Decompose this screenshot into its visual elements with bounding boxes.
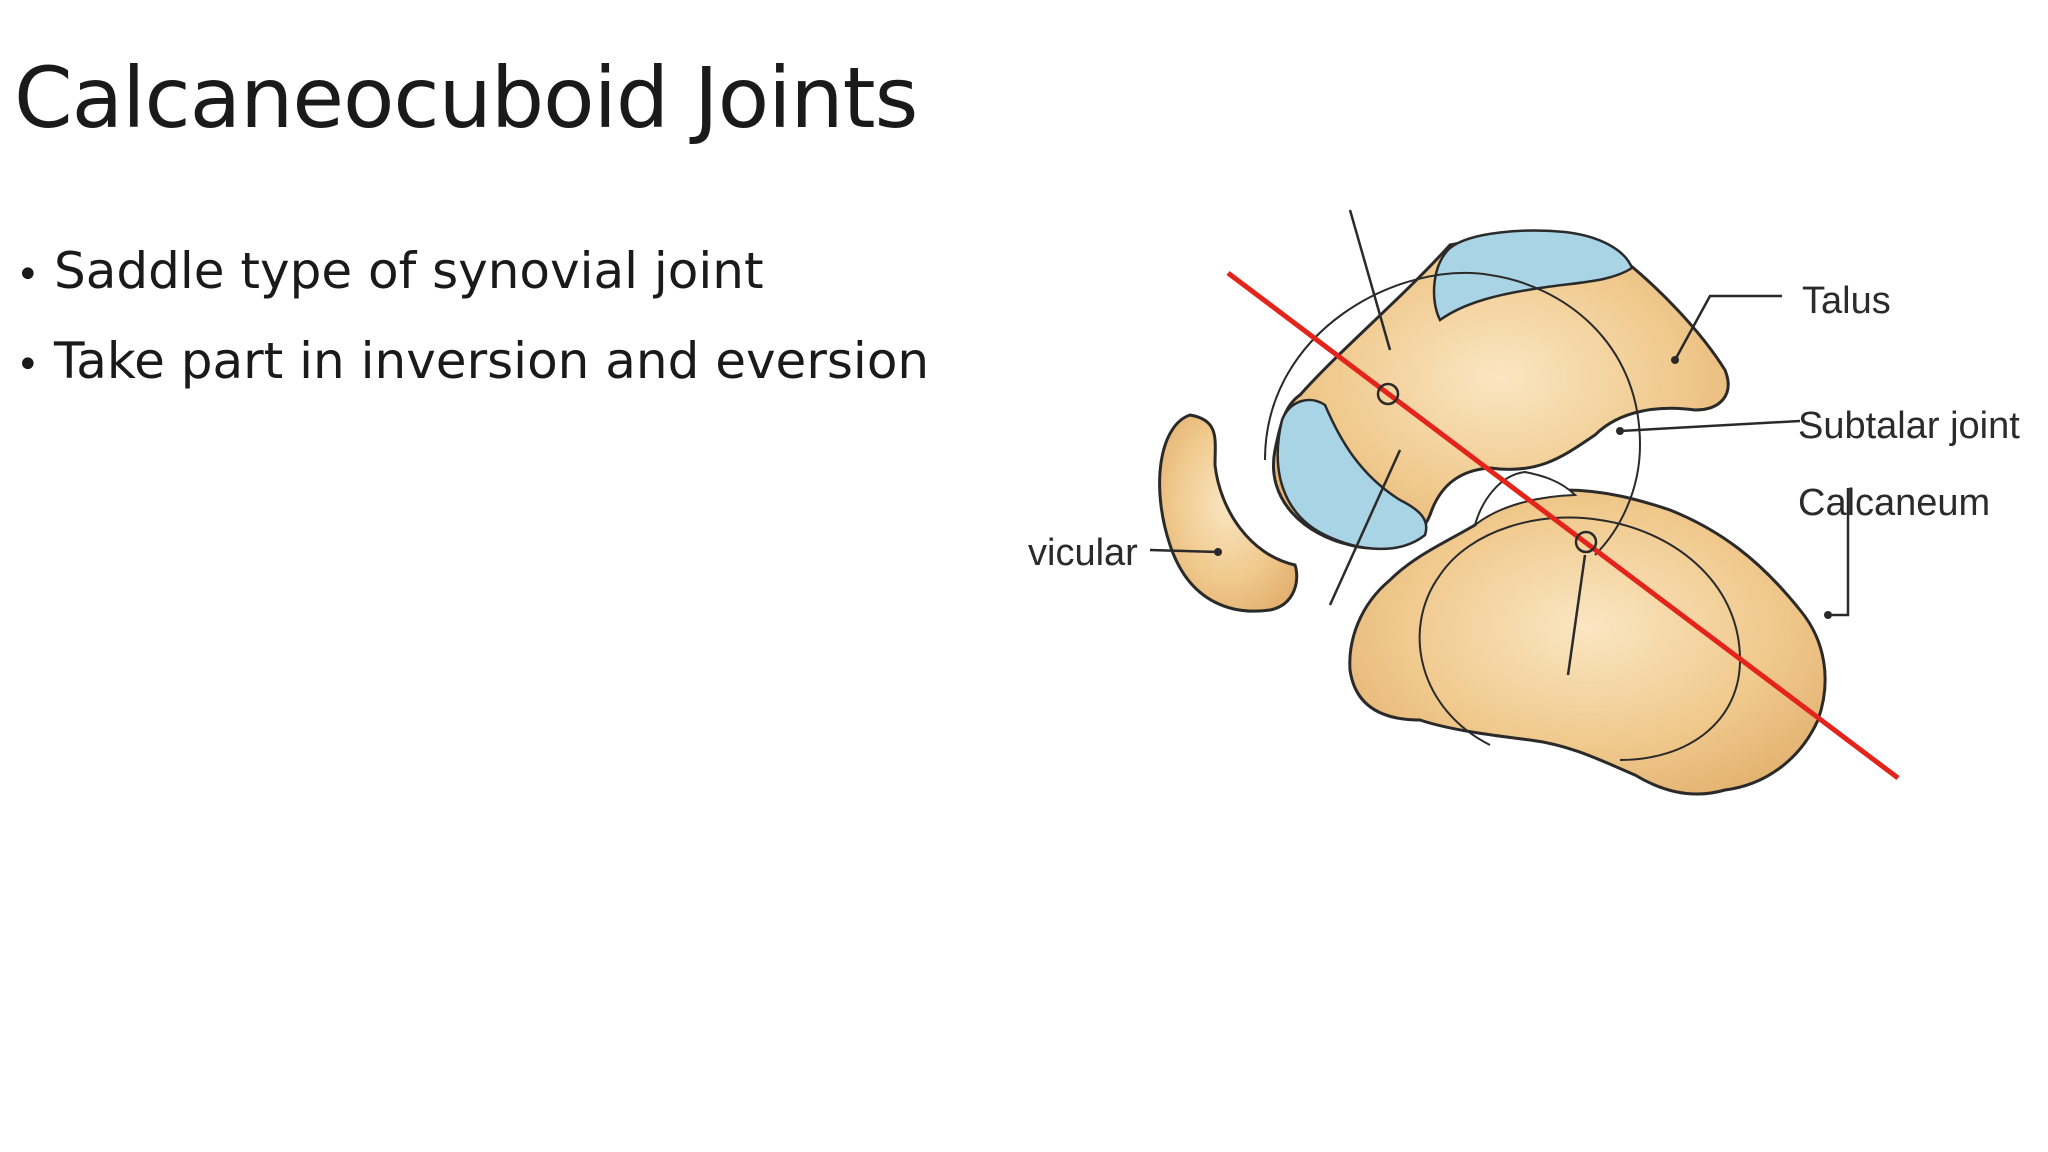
axis-of-rotation-line xyxy=(1226,271,1900,780)
label-navicular: vicular xyxy=(1028,532,1138,574)
calcaneum-leader-dot xyxy=(1824,611,1832,619)
rotation-arc-left xyxy=(1264,272,1642,556)
bullet-item: • Take part in inversion and eversion xyxy=(16,318,929,408)
slide-title: Calcaneocuboid Joints xyxy=(14,49,918,147)
rotation-arc-right xyxy=(1418,516,1742,761)
navicular-axis-marker xyxy=(1328,449,1402,606)
bullet-dot-icon: • xyxy=(16,342,40,388)
talus-articular-cartilage-top xyxy=(1432,229,1634,322)
foot-joint-svg: Talus Subtalar joint Calcaneum vicular xyxy=(1028,209,2020,796)
talus-leader-line xyxy=(1673,294,1782,361)
calcaneum-axis-marker xyxy=(1566,554,1587,676)
navicular-leader-line xyxy=(1149,548,1219,554)
bullet-dot-icon: • xyxy=(16,252,40,298)
pivot-point-upper xyxy=(1376,382,1400,406)
bullet-item: • Saddle type of synovial joint xyxy=(16,228,929,318)
label-calcaneum: Calcaneum xyxy=(1798,482,1990,524)
talus-leader-dot xyxy=(1671,356,1679,364)
navicular-leader-dot xyxy=(1214,548,1222,556)
calcaneum-leader-line xyxy=(1828,488,1850,617)
pivot-point-lower xyxy=(1574,530,1598,554)
subtalar-leader-line xyxy=(1619,419,1801,433)
bullet-list: • Saddle type of synovial joint • Take p… xyxy=(16,228,929,408)
bullet-text: Saddle type of synovial joint xyxy=(54,242,764,300)
talus-axis-marker xyxy=(1348,209,1392,351)
bullet-text: Take part in inversion and eversion xyxy=(54,332,930,390)
talus-articular-cartilage-head xyxy=(1276,398,1428,551)
subtalar-leader-dot xyxy=(1616,427,1624,435)
label-subtalar-joint: Subtalar joint xyxy=(1798,405,2020,447)
foot-joint-diagram: Talus Subtalar joint Calcaneum vicular xyxy=(1020,200,2028,1000)
navicular-bone xyxy=(1158,413,1299,613)
label-talus: Talus xyxy=(1802,280,1891,322)
